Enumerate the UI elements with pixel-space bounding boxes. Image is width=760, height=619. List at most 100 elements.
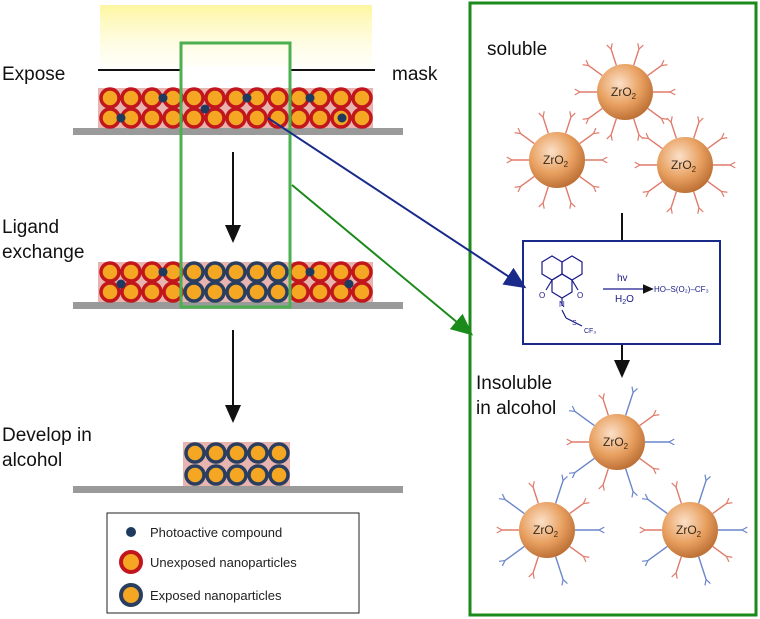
reaction-h2o: H2O <box>615 294 634 306</box>
exposed-nanoparticle <box>183 261 205 283</box>
zro2-nanoparticle <box>597 64 653 120</box>
methacrylate-ligand <box>602 468 610 486</box>
ligand-branch <box>634 161 641 166</box>
ligand-branch <box>598 526 605 531</box>
ligand-branch <box>652 409 657 416</box>
methacrylate-ligand <box>520 132 535 145</box>
methacrylate-ligand <box>632 48 640 66</box>
exposed-nanoparticle <box>226 442 248 464</box>
legend-box <box>106 512 360 614</box>
ligand-branch <box>644 560 649 567</box>
methacrylate-ligand <box>675 556 683 574</box>
methacrylate-ligand <box>588 107 603 120</box>
legend-unexposed-label: Unexposed nanoparticles <box>150 555 297 570</box>
ligand-branch <box>631 386 634 393</box>
ligand-branch <box>697 116 700 123</box>
unexposed-nanoparticle <box>288 261 310 283</box>
ligand-branch <box>725 497 730 504</box>
ligand-branch <box>637 43 640 50</box>
ligand-branch <box>671 572 677 578</box>
ligand-branch <box>602 484 605 491</box>
exposure-window <box>179 41 292 309</box>
ligand-branch <box>601 156 608 161</box>
triflate-ligand <box>574 410 595 427</box>
photoactive-compound <box>344 279 354 289</box>
ligand-branch <box>669 88 676 93</box>
triflate-ligand <box>647 498 668 515</box>
exposed-nanoparticle <box>246 261 268 283</box>
label-insoluble: Insoluble <box>476 373 552 394</box>
legend-exposed-label: Exposed nanoparticles <box>150 588 282 603</box>
exposed-nanoparticle <box>267 281 289 303</box>
photoactive-compound <box>305 93 315 103</box>
legend-photoactive-swatch <box>126 527 136 537</box>
ligand-branch <box>705 475 711 481</box>
exposed-nanoparticle <box>267 261 289 283</box>
exposed-nanoparticle <box>184 464 206 486</box>
label-expose: Expose <box>2 64 65 85</box>
ligand-branch <box>498 559 506 562</box>
zoom-panel <box>468 1 758 617</box>
ligand-branch <box>675 481 678 488</box>
unexposed-nanoparticle <box>183 107 205 129</box>
zro2-label: ZrO2 <box>543 153 569 169</box>
exposed-nanoparticle <box>268 442 290 464</box>
ligand-branch <box>569 202 572 209</box>
ligand-branch <box>562 579 568 585</box>
methacrylate-ligand <box>542 186 550 204</box>
unexposed-nanoparticle <box>225 87 247 109</box>
ligand-branch <box>496 529 503 534</box>
ligand-branch <box>542 111 545 118</box>
ligand-branch <box>582 64 589 67</box>
unexposed-nanoparticle <box>351 107 373 129</box>
ligand-branch <box>561 579 564 586</box>
methacrylate-ligand <box>707 137 722 150</box>
ligand-branch <box>631 491 634 498</box>
zro2-label: ZrO2 <box>611 85 637 101</box>
unexposed-nanoparticle <box>330 87 352 109</box>
ligand-branch <box>671 482 677 488</box>
methacrylate-ligand <box>532 486 540 504</box>
zro2-nanoparticle <box>529 132 585 188</box>
unexposed-nanoparticle <box>162 281 184 303</box>
unexposed-nanoparticle <box>267 87 289 109</box>
exposed-nanoparticle <box>268 464 290 486</box>
ligand-branch <box>570 112 576 118</box>
ligand-branch <box>704 579 707 586</box>
ligand-branch <box>639 526 646 531</box>
unexposed-nanoparticle <box>141 261 163 283</box>
ligand-branch <box>721 137 728 140</box>
methacrylate-ligand <box>588 64 603 77</box>
methacrylate-ligand <box>542 116 550 134</box>
legend-photoactive-label: Photoactive compound <box>150 525 282 540</box>
ligand-branch <box>498 498 506 501</box>
ligand-branch <box>653 467 660 470</box>
ligand-branch <box>528 572 534 578</box>
ligand-branch <box>661 64 668 67</box>
ligand-branch <box>532 572 535 579</box>
ligand-branch <box>726 555 733 558</box>
ligand-branch <box>638 134 644 140</box>
zro2-nanoparticle <box>589 414 645 470</box>
ligand-branch <box>538 202 544 208</box>
ligand-branch <box>670 207 673 214</box>
ligand-branch <box>506 156 513 161</box>
ligand-branch <box>542 202 545 209</box>
ligand-branch <box>514 185 521 188</box>
unexposed-nanoparticle <box>120 261 142 283</box>
ligand-branch <box>598 484 604 490</box>
unexposed-nanoparticle <box>288 281 310 303</box>
ligand-branch <box>741 526 748 531</box>
chem-o-right: O <box>577 291 583 300</box>
photoactive-compound <box>158 93 168 103</box>
ligand-branch <box>634 164 641 169</box>
ligand-branch <box>675 572 678 579</box>
methacrylate-ligand <box>602 398 610 416</box>
methacrylate-ligand <box>670 121 678 139</box>
unexposed-nanoparticle <box>246 107 268 129</box>
ligand-branch <box>726 502 733 505</box>
ligand-branch <box>598 529 605 534</box>
exposed-nanoparticle <box>184 442 206 464</box>
substrate-1 <box>73 128 403 135</box>
